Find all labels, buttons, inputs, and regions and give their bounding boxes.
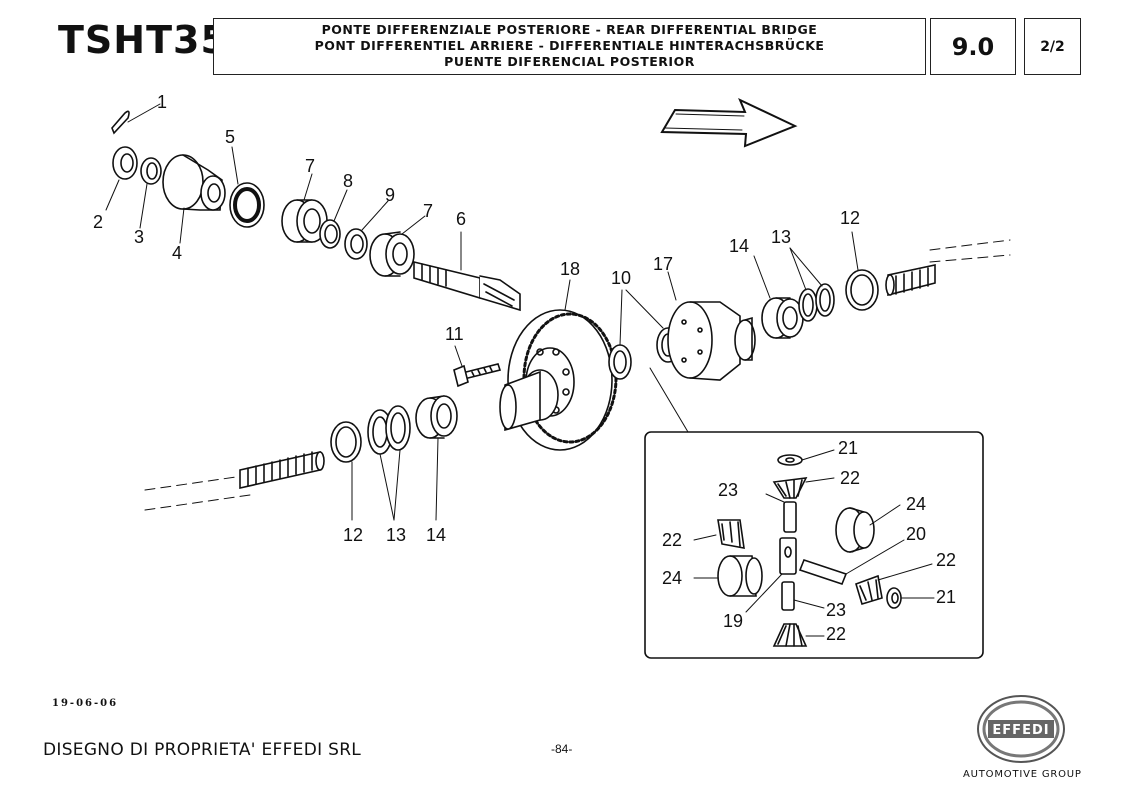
washer-3 bbox=[139, 157, 162, 229]
callout-21b: 21 bbox=[936, 587, 956, 607]
title-line-3: PUENTE DIFERENCIAL POSTERIOR bbox=[444, 54, 695, 69]
title-line-1: PONTE DIFFERENZIALE POSTERIORE - REAR DI… bbox=[321, 22, 818, 37]
callout-13-left: 13 bbox=[386, 525, 406, 545]
split-pin bbox=[111, 103, 161, 135]
hub bbox=[499, 369, 559, 432]
callout-22a: 22 bbox=[840, 468, 860, 488]
callout-3: 3 bbox=[134, 227, 144, 247]
bolt bbox=[453, 345, 502, 388]
callout-7b: 7 bbox=[423, 201, 433, 221]
model-code: TSHT35 bbox=[58, 18, 228, 62]
callout-7a: 7 bbox=[305, 156, 315, 176]
callout-labels: 1 2 3 4 5 7 8 9 7 6 18 10 17 14 13 12 11… bbox=[93, 92, 956, 644]
callout-17: 17 bbox=[653, 254, 673, 274]
logo-text: EFFEDI bbox=[992, 723, 1049, 738]
pinion-shaft bbox=[413, 231, 521, 312]
callout-4: 4 bbox=[172, 243, 182, 263]
seal-12-left bbox=[330, 421, 362, 521]
callout-23b: 23 bbox=[826, 600, 846, 620]
shim-13-left bbox=[367, 405, 411, 521]
company-group: AUTOMOTIVE GROUP bbox=[963, 769, 1082, 780]
ring-8 bbox=[319, 189, 348, 249]
bearing-14-left bbox=[415, 395, 458, 521]
section-number: 9.0 bbox=[930, 18, 1016, 75]
direction-arrow-icon bbox=[660, 97, 798, 148]
page-number: -84- bbox=[551, 742, 573, 756]
castle-nut bbox=[105, 146, 138, 211]
callout-12-left: 12 bbox=[343, 525, 363, 545]
axle-shaft-left bbox=[239, 451, 325, 489]
callout-18: 18 bbox=[560, 259, 580, 279]
inset-frame bbox=[644, 431, 984, 659]
callout-8: 8 bbox=[343, 171, 353, 191]
callout-22c: 22 bbox=[936, 550, 956, 570]
callout-5: 5 bbox=[225, 127, 235, 147]
bearing-14-right bbox=[753, 255, 804, 339]
callout-13-right: 13 bbox=[771, 227, 791, 247]
shim-13-right bbox=[789, 247, 835, 322]
callout-11: 11 bbox=[445, 324, 464, 344]
flange bbox=[162, 154, 226, 244]
callout-24a: 24 bbox=[906, 494, 926, 514]
callout-2: 2 bbox=[93, 212, 103, 232]
inset-parts bbox=[693, 449, 935, 647]
callout-10: 10 bbox=[611, 268, 631, 288]
drawing-date: 19-06-06 bbox=[52, 698, 119, 709]
callout-24b: 24 bbox=[662, 568, 682, 588]
page-indicator: 2/2 bbox=[1024, 18, 1081, 75]
oil-seal bbox=[229, 146, 265, 228]
callout-22d: 22 bbox=[826, 624, 846, 644]
seal-12-right bbox=[845, 231, 879, 311]
callout-20: 20 bbox=[906, 524, 926, 544]
callout-12-right: 12 bbox=[840, 208, 860, 228]
callout-14-left: 14 bbox=[426, 525, 446, 545]
callout-23a: 23 bbox=[718, 480, 738, 500]
title-box: PONTE DIFFERENZIALE POSTERIORE - REAR DI… bbox=[213, 18, 926, 75]
title-line-2: PONT DIFFERENTIEL ARRIERE - DIFFERENTIAL… bbox=[314, 38, 825, 53]
callout-1: 1 bbox=[157, 92, 167, 112]
ring-9 bbox=[344, 200, 389, 260]
ownership-notice: DISEGNO DI PROPRIETA' EFFEDI SRL bbox=[43, 740, 362, 760]
axle-shaft-right bbox=[885, 264, 936, 297]
differential-case bbox=[649, 271, 756, 433]
callout-21a: 21 bbox=[838, 438, 858, 458]
callout-6: 6 bbox=[456, 209, 466, 229]
callout-14-right: 14 bbox=[729, 236, 749, 256]
bearing-7b bbox=[369, 215, 426, 277]
effedi-logo: EFFEDI bbox=[977, 695, 1065, 763]
callout-19: 19 bbox=[723, 611, 743, 631]
callout-9: 9 bbox=[385, 185, 395, 205]
callout-22b: 22 bbox=[662, 530, 682, 550]
